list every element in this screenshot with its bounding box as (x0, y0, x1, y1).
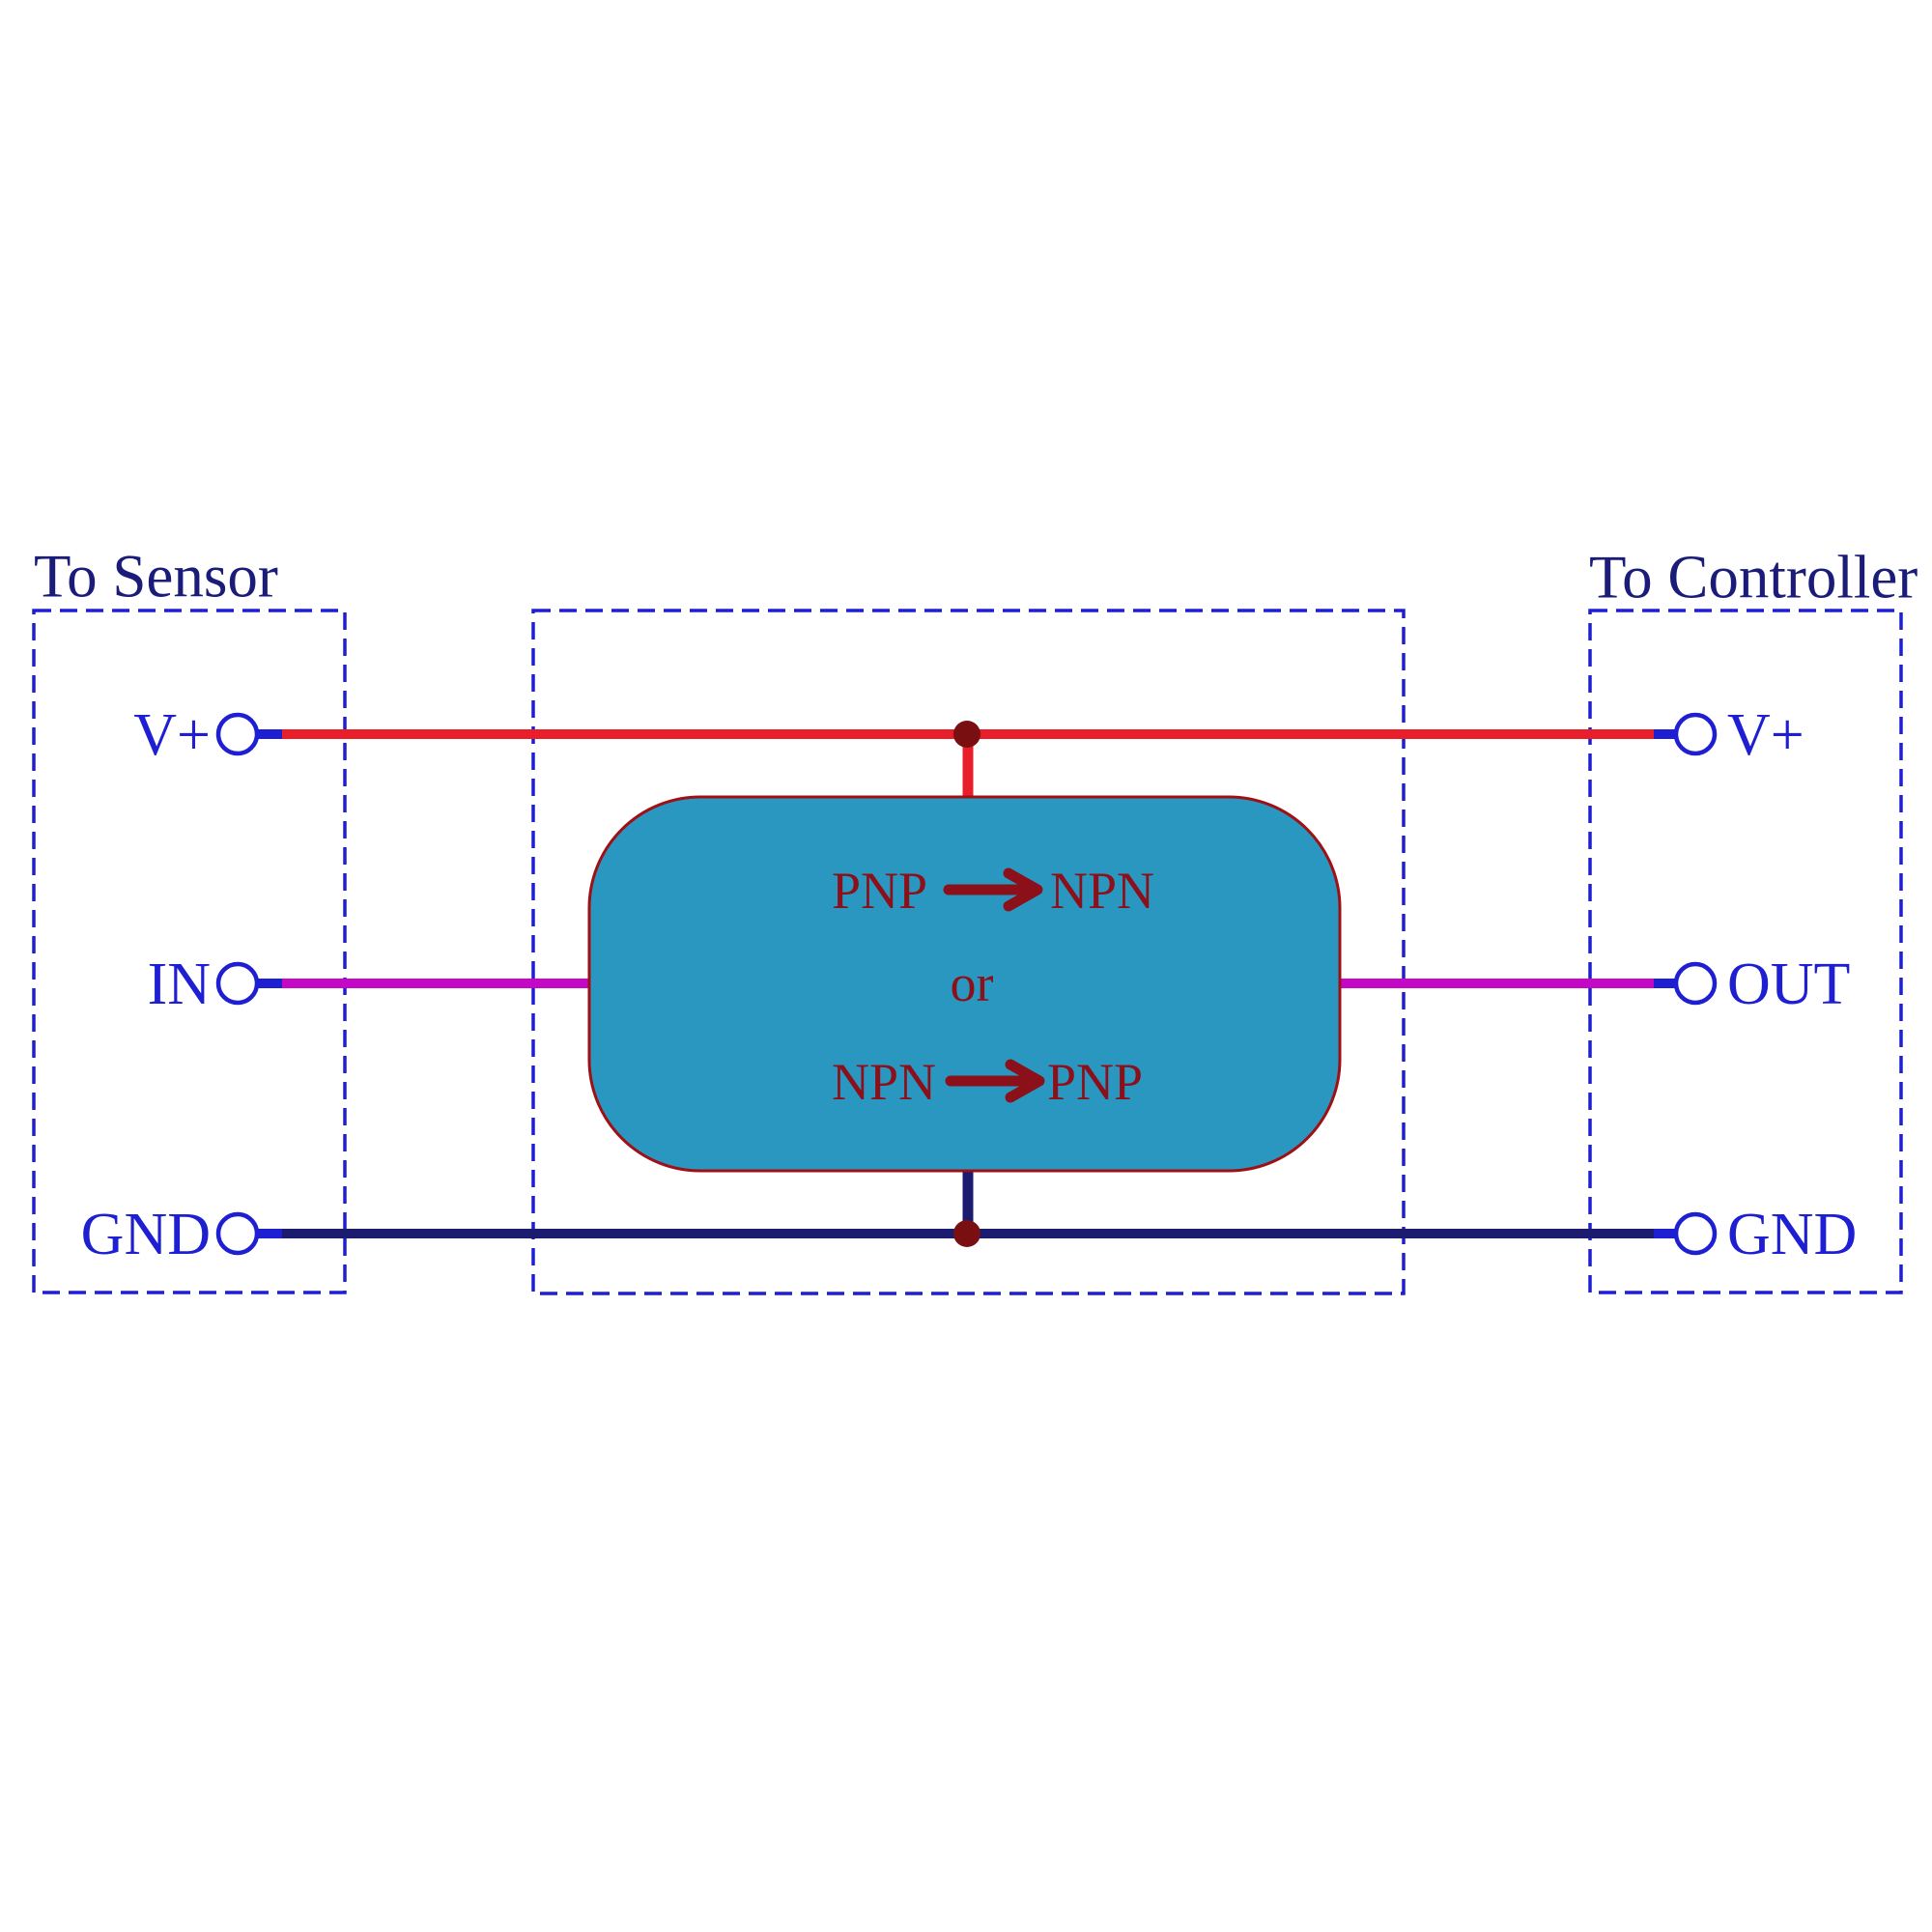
controller-dashed-box (1588, 609, 1903, 1294)
out-label: OUT (1727, 952, 1851, 1017)
controller-group-title: To Controller (1589, 543, 1918, 611)
converter-dashed-box (531, 609, 1406, 1295)
vplus-right-label: V+ (1727, 702, 1804, 768)
row2-arrow-icon (945, 1059, 1045, 1103)
row1-to-text: NPN (1050, 862, 1155, 920)
vplus-left-label: V+ (133, 702, 211, 768)
vplus-right-terminal (1673, 712, 1718, 756)
or-text: or (950, 954, 994, 1012)
in-label: IN (147, 952, 211, 1017)
row2-from-text: NPN (832, 1053, 937, 1111)
in-terminal (215, 961, 260, 1006)
row2-to-text: PNP (1047, 1053, 1144, 1111)
out-terminal (1673, 961, 1718, 1006)
gnd-right-label: GND (1727, 1202, 1858, 1267)
row1-from-text: PNP (832, 862, 928, 920)
gnd-right-terminal (1673, 1211, 1718, 1256)
gnd-junction-dot (953, 1220, 980, 1247)
vplus-junction-dot (953, 721, 980, 748)
vplus-left-terminal (215, 712, 260, 756)
gnd-left-label: GND (80, 1202, 211, 1267)
converter-body (587, 795, 1342, 1173)
sensor-group-title: To Sensor (34, 542, 278, 611)
gnd-left-terminal (215, 1211, 260, 1256)
sensor-dashed-box (32, 609, 347, 1294)
row1-arrow-icon (943, 867, 1043, 912)
